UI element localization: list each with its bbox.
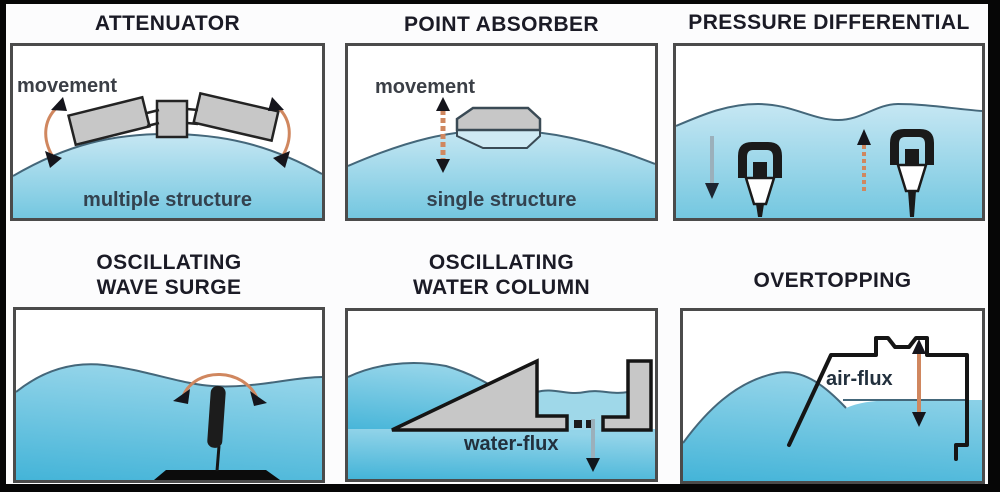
air-flux-label: air-flux	[826, 368, 893, 390]
flap-hinge	[215, 445, 221, 472]
water-wave	[13, 134, 322, 218]
panel-oscillating-wave-surge	[13, 307, 325, 483]
air-flux-arrow	[912, 339, 926, 427]
movement-arrow-right	[268, 97, 291, 168]
ramp-structure	[391, 358, 569, 432]
title-text: OSCILLATING	[428, 251, 575, 274]
water-wave	[16, 364, 322, 480]
panel-point-absorber: movement single structure	[345, 43, 658, 221]
title-text: OVERTOPPING	[753, 269, 912, 292]
movement-arrow-left	[44, 97, 67, 168]
movement-arrow	[436, 97, 450, 173]
overtopping-illustration	[683, 336, 982, 481]
water-surface-line	[676, 102, 982, 127]
water-flux-arrow	[586, 419, 600, 472]
water-wave	[683, 372, 982, 481]
title-text: ATTENUATOR	[94, 12, 241, 35]
title-text: WATER COLUMN	[412, 276, 591, 299]
panel-title-oscillating-water-column: OSCILLATING WATER COLUMN	[345, 250, 658, 300]
oscillating-wave-surge-illustration	[16, 363, 322, 480]
wave-surface-line	[683, 371, 847, 444]
movement-label: movement	[17, 75, 118, 97]
panel-oscillating-water-column: water-flux	[345, 308, 658, 482]
panel-overtopping: air-flux	[680, 308, 985, 484]
oscillating-water-column-illustration	[348, 358, 655, 479]
pressure-unit-left	[738, 142, 782, 217]
panel-attenuator: movement multiple structure	[10, 43, 325, 221]
structure-label: single structure	[426, 189, 577, 211]
pressure-up-arrow	[857, 129, 871, 192]
panel-title-oscillating-wave-surge: OSCILLATING WAVE SURGE	[13, 250, 325, 300]
surge-motion-arrow	[173, 373, 267, 406]
seabed-base	[154, 470, 280, 480]
diagram-background: ATTENUATOR	[6, 4, 988, 484]
title-text: WAVE SURGE	[96, 276, 242, 299]
panel-title-pressure-differential: PRESSURE DIFFERENTIAL	[673, 10, 985, 35]
water-flux-label: water-flux	[464, 433, 559, 455]
panel-title-overtopping: OVERTOPPING	[680, 268, 985, 293]
structure-label: multiple structure	[83, 189, 252, 211]
column-structure	[601, 359, 653, 432]
water-wave	[348, 130, 655, 218]
panel-title-point-absorber: POINT ABSORBER	[345, 12, 658, 37]
panel-title-attenuator: ATTENUATOR	[10, 11, 325, 36]
pressure-down-arrow	[705, 136, 719, 199]
title-text: PRESSURE DIFFERENTIAL	[688, 11, 970, 34]
movement-label: movement	[375, 76, 476, 98]
point-absorber-illustration	[348, 97, 655, 218]
title-text: POINT ABSORBER	[404, 13, 599, 36]
panel-pressure-differential	[673, 43, 985, 221]
buoy	[455, 106, 542, 149]
attenuator-illustration	[13, 91, 322, 218]
title-text: OSCILLATING	[96, 251, 242, 274]
pressure-differential-illustration	[676, 102, 982, 218]
pressure-unit-right	[890, 129, 934, 217]
basin-surface-line	[536, 389, 629, 394]
chamber-structure	[787, 336, 969, 461]
deep-water	[348, 429, 655, 479]
turbine-slot	[574, 420, 594, 428]
surge-flap	[207, 385, 226, 448]
attenuator-segments	[66, 91, 280, 147]
water-surface-line	[16, 363, 322, 393]
water-wave	[676, 104, 982, 218]
